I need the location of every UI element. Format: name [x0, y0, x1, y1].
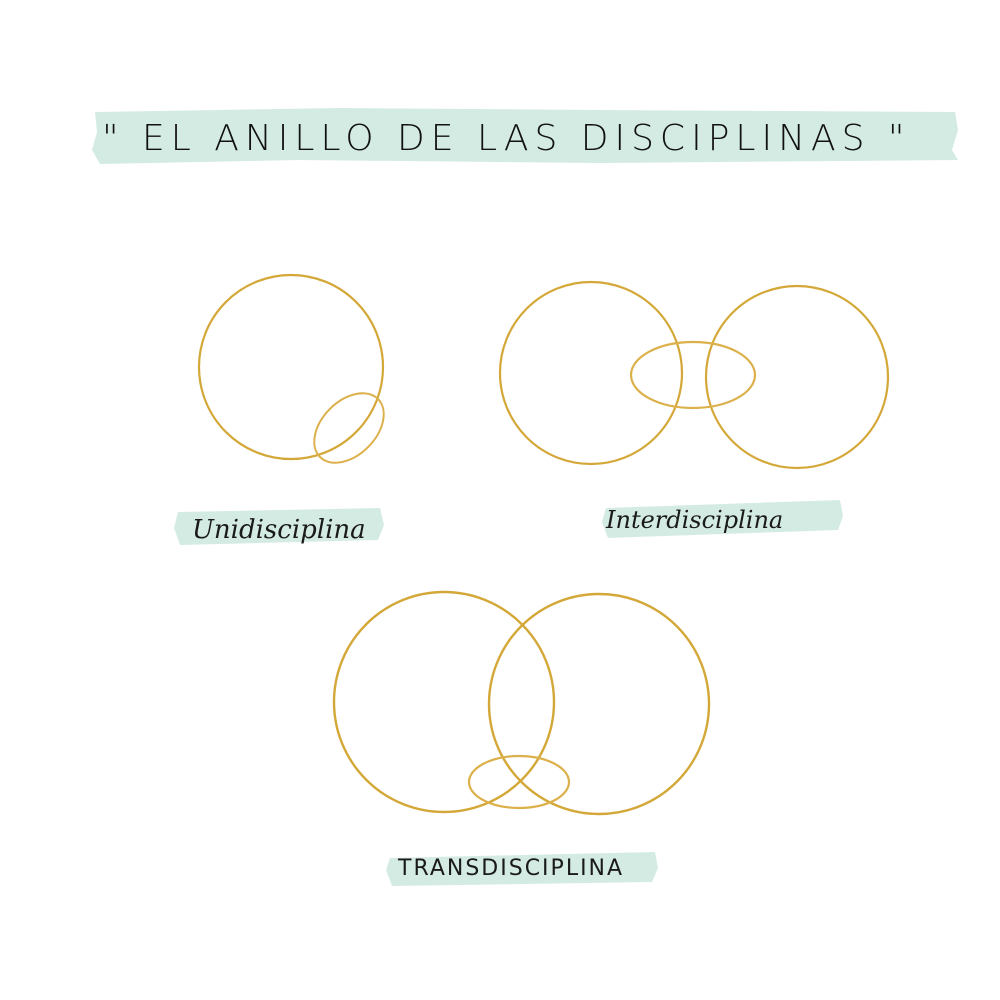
unidisciplina-label: Unidisciplina	[192, 515, 366, 545]
unidisciplina-label-highlight	[174, 508, 384, 545]
page-title: " EL ANILLO DE LAS DISCIPLINAS "	[102, 118, 910, 159]
unidisciplina-small-ring	[313, 392, 385, 464]
interdisciplina-label-highlight	[602, 500, 843, 538]
unidisciplina-large-ring	[197, 273, 385, 461]
title-highlight	[92, 108, 958, 164]
interdisciplina-label: Interdisciplina	[605, 506, 783, 534]
transdisciplina-right-ring	[487, 592, 711, 816]
transdisciplina-base-ring	[467, 754, 571, 810]
transdisciplina-label: TRANSDISCIPLINA	[397, 856, 624, 881]
interdisciplina-left-ring	[498, 280, 684, 466]
transdisciplina-diagram	[332, 590, 711, 816]
interdisciplina-link-ring	[629, 340, 757, 410]
interdisciplina-diagram	[498, 280, 890, 470]
interdisciplina-right-ring	[704, 284, 890, 470]
transdisciplina-left-ring	[332, 590, 556, 814]
unidisciplina-diagram	[197, 273, 385, 464]
transdisciplina-label-highlight	[386, 852, 658, 886]
